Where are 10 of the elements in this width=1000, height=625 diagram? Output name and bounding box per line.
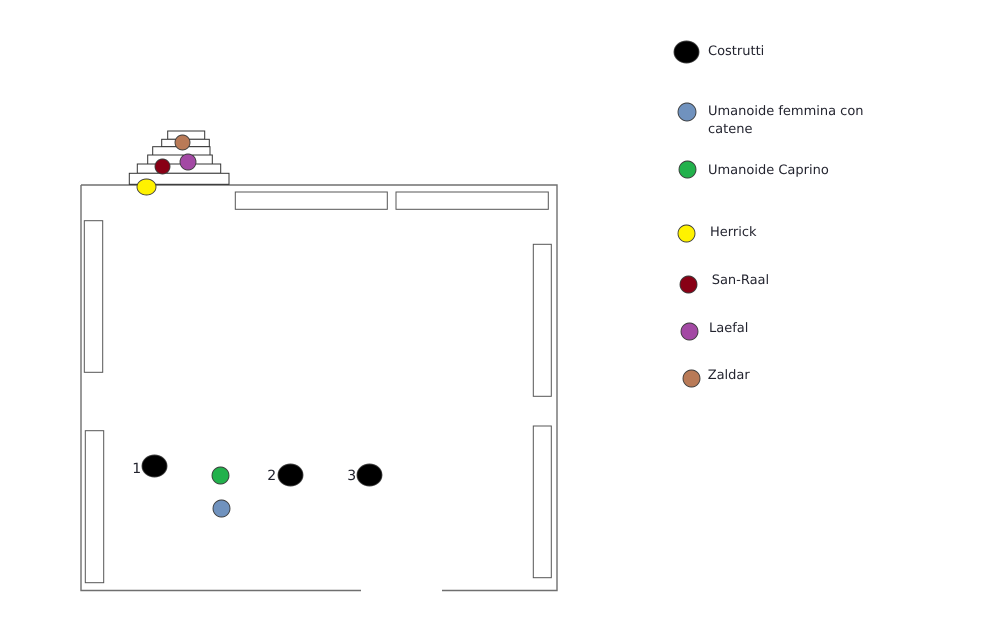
legend-label: Umanoide Caprino — [708, 162, 829, 180]
callout-number: 3 — [347, 468, 356, 484]
legend-label: Umanoide femmina con catene — [708, 102, 865, 139]
legend-label: Laefal — [709, 320, 748, 338]
legend-label: Herrick — [710, 224, 757, 242]
legend-label: Zaldar — [708, 367, 750, 385]
legend-label: San-Raal — [712, 272, 770, 290]
callout-number: 1 — [132, 461, 142, 478]
legend-label: Costrutti — [708, 42, 764, 61]
callout-number: 2 — [267, 468, 276, 484]
